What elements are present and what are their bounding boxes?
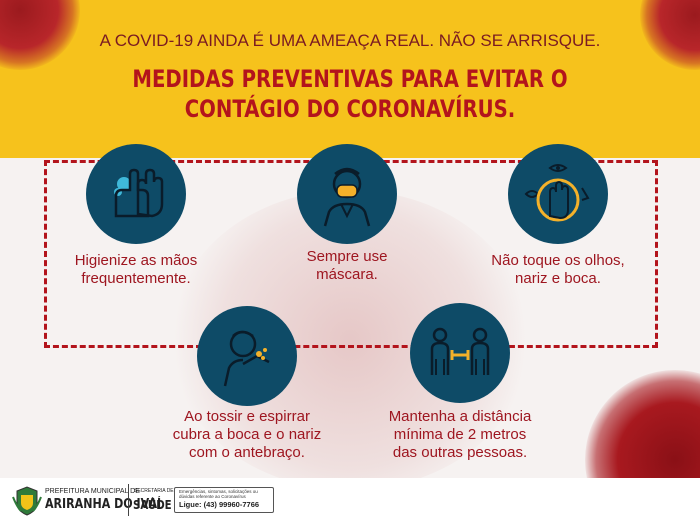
secretaria-label: SECRETARIA DE [134,488,174,494]
city-name: ARIRANHA DO IVAÍ [45,497,162,512]
caption-hand-washing: Higienize as mãos frequentemente. [46,252,226,288]
footer-bar [0,478,700,525]
caption-line: frequentemente. [81,270,191,287]
caption-line: nariz e boca. [515,270,601,287]
page-title: MEDIDAS PREVENTIVAS PARA EVITAR O CONTÁG… [63,64,637,124]
warning-subtitle: A COVID-19 AINDA É UMA AMEAÇA REAL. NÃO … [99,31,601,50]
face-mask-icon [297,144,397,244]
title-line-1: MEDIDAS PREVENTIVAS PARA EVITAR O [132,65,568,93]
caption-cough-elbow: Ao tossir e espirrar cubra a boca e o na… [157,408,337,462]
caption-line: cubra a boca e o nariz [172,426,322,443]
title-line-2: CONTÁGIO DO CORONAVÍRUS. [184,95,516,123]
saude-label: SAÚDE [133,498,172,512]
caption-line: mínima de 2 metros [393,426,527,443]
caption-line: Mantenha a distância [388,408,532,425]
contact-info-text: Emergências, sintomas, solicitações ou d… [179,489,258,499]
caption-line: Higienize as mãos [74,252,198,269]
caption-no-touch-face: Não toque os olhos, nariz e boca. [468,252,648,288]
hand-washing-icon [86,144,186,244]
contact-phone[interactable]: Ligue: (43) 99960-7766 [179,500,260,509]
social-distance-icon [410,303,510,403]
no-touch-face-icon [508,144,608,244]
prefeitura-label: PREFEITURA MUNICIPAL DE [45,488,140,495]
caption-line: máscara. [316,266,378,283]
caption-social-distance: Mantenha a distância mínima de 2 metros … [370,408,550,462]
caption-line: das outras pessoas. [392,444,528,461]
contact-box: Emergências, sintomas, solicitações ou d… [174,487,274,513]
footer-divider [128,484,129,516]
caption-line: com o antebraço. [189,444,305,461]
caption-line: Não toque os olhos, [491,252,625,269]
city-coat-of-arms-icon [12,483,42,517]
caption-line: Sempre use [306,248,388,265]
cough-elbow-icon [197,306,297,406]
caption-mask: Sempre use máscara. [257,248,437,284]
header-banner [0,0,700,158]
caption-line: Ao tossir e espirrar [184,408,310,425]
